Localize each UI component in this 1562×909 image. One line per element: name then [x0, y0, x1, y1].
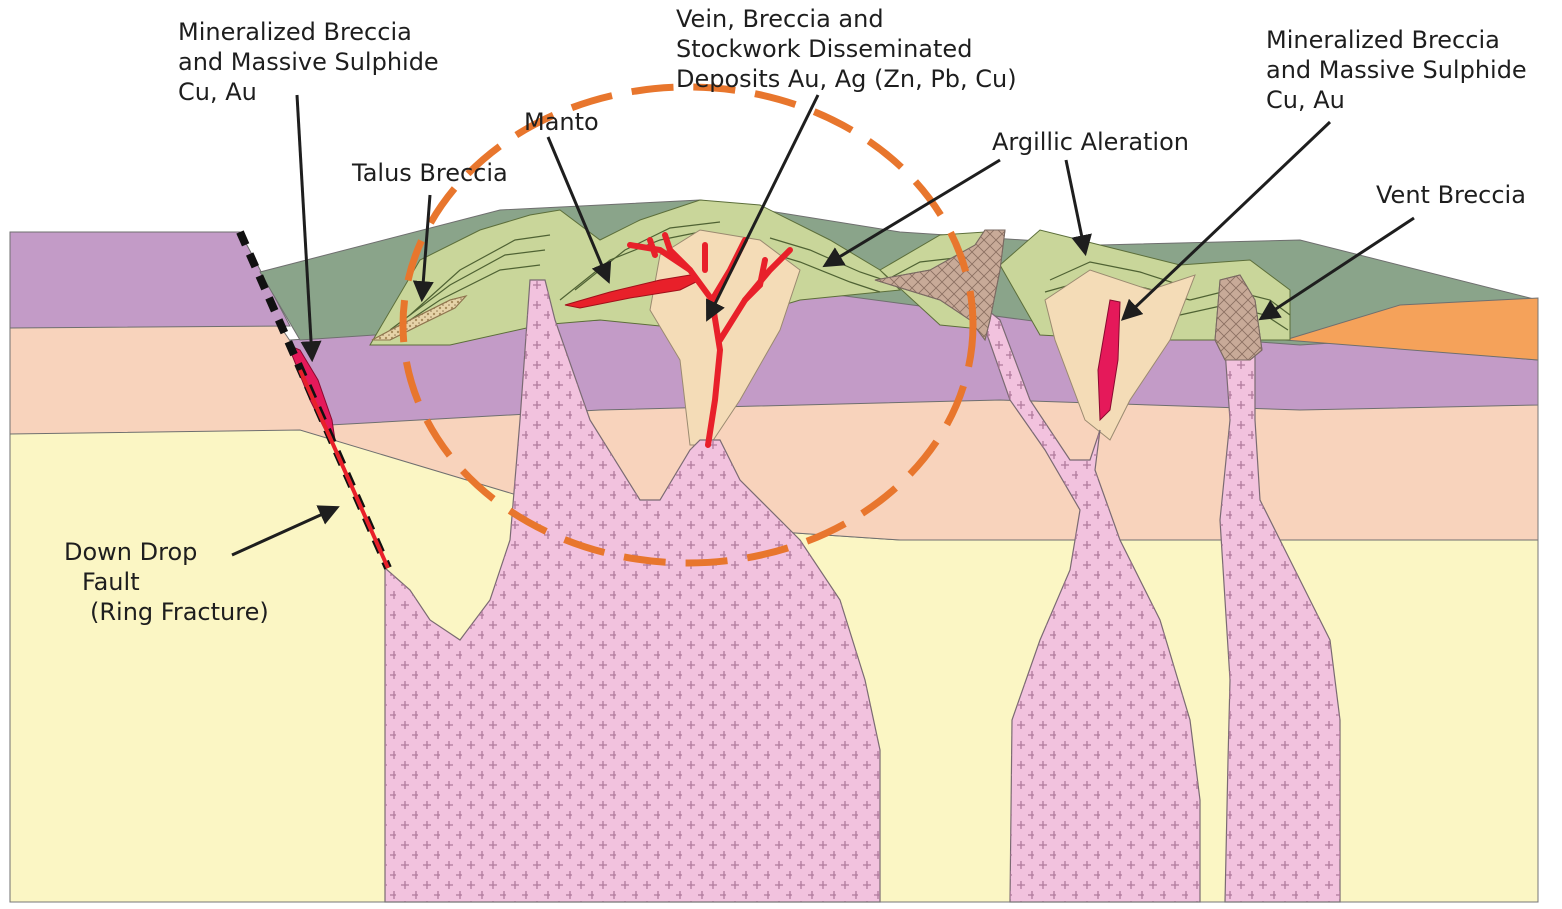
purple-layer-left-block: [10, 232, 290, 328]
label-argillic-alteration: Argillic Aleration: [992, 128, 1189, 156]
label-vein-breccia: Vein, Breccia and Stockwork Disseminated…: [676, 5, 1017, 93]
label-mineralized-left: Mineralized Breccia and Massive Sulphide…: [178, 18, 446, 106]
label-talus-breccia: Talus Breccia: [351, 159, 508, 187]
label-manto: Manto: [524, 108, 599, 136]
label-mineralized-right: Mineralized Breccia and Massive Sulphide…: [1266, 26, 1534, 114]
label-vent-breccia: Vent Breccia: [1376, 181, 1526, 209]
